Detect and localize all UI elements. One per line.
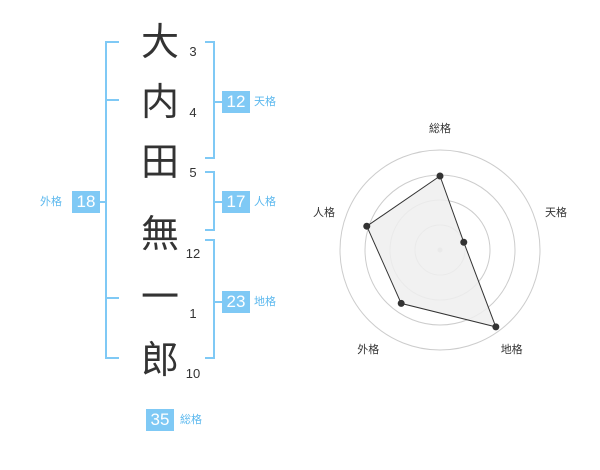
name-char-1: 大 [140, 20, 179, 64]
chikaku-label: 地格 [254, 295, 276, 308]
radar-axis-label-soukaku: 総格 [429, 122, 451, 135]
stroke-count-3: 5 [189, 165, 197, 180]
radar-area [366, 175, 497, 328]
radar-point [436, 172, 444, 180]
jinkaku-badge: 17 [222, 191, 250, 213]
radar-axis-label-tenkaku: 天格 [545, 206, 567, 220]
tenkaku-bracket [205, 41, 215, 159]
stroke-count-4: 12 [185, 246, 201, 261]
name-char-3: 田 [140, 140, 179, 184]
radar-points [363, 172, 500, 331]
radar-point [460, 238, 468, 246]
gaikaku-bracket [105, 41, 119, 359]
radar-point [397, 299, 405, 307]
soukaku-label: 総格 [180, 413, 202, 426]
radar-axis-label-gaikaku: 外格 [357, 342, 380, 356]
stroke-count-6: 10 [185, 366, 201, 381]
radar-ring [339, 149, 541, 351]
chikaku-bracket [205, 239, 215, 359]
name-char-6: 郎 [140, 338, 179, 382]
soukaku-badge: 35 [146, 409, 174, 431]
stroke-count-5: 1 [189, 306, 197, 321]
chikaku-badge: 23 [222, 291, 250, 313]
stroke-count-1: 3 [189, 44, 197, 59]
gaikaku-badge: 18 [72, 191, 100, 213]
gaikaku-label: 外格 [40, 195, 62, 208]
stroke-count-2: 4 [189, 105, 197, 120]
name-char-2: 内 [140, 80, 179, 124]
tenkaku-label: 天格 [254, 95, 276, 108]
tenkaku-badge: 12 [222, 91, 250, 113]
jinkaku-label: 人格 [254, 195, 276, 208]
name-char-5: 一 [140, 275, 179, 319]
name-char-4: 無 [140, 212, 179, 256]
radar-point [363, 222, 371, 230]
radar-axis-label-chikaku: 地格 [500, 342, 523, 356]
radar-point [492, 323, 500, 331]
radar-axis-label-jinkaku: 人格 [313, 206, 335, 220]
